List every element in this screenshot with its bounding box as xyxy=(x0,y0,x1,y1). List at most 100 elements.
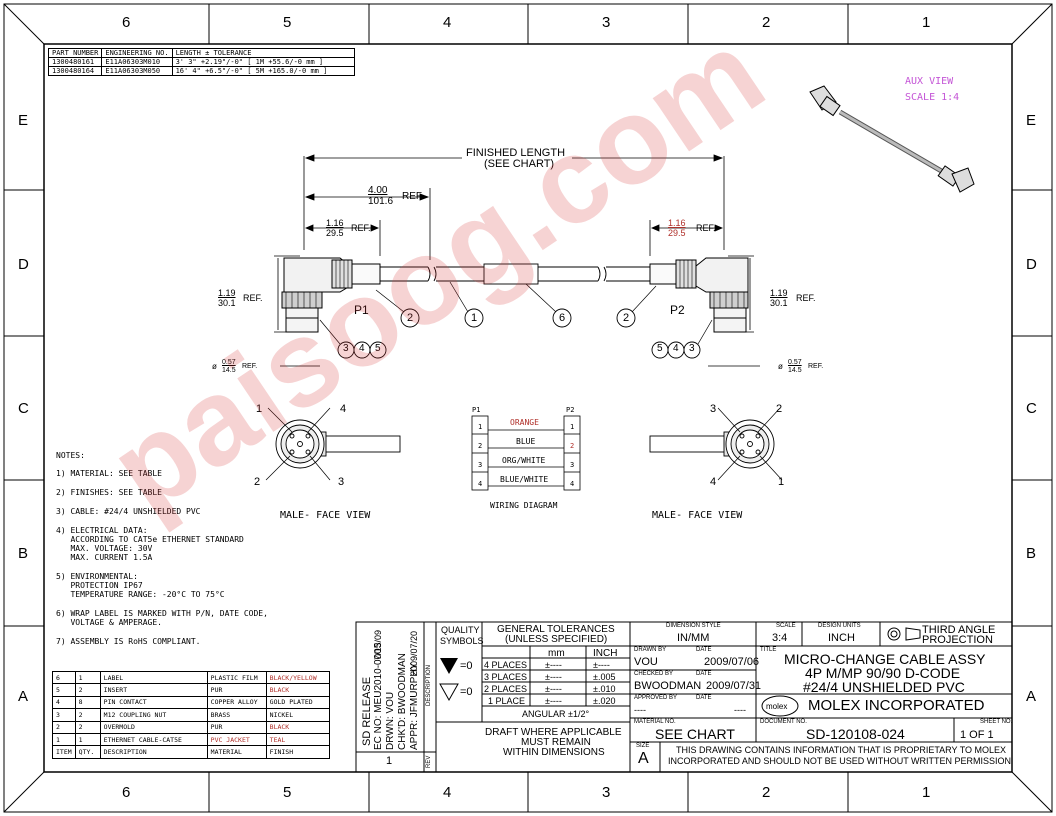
zone-col-6-bottom: 6 xyxy=(122,784,131,801)
bom-material: PUR xyxy=(206,683,267,697)
wiring-pin-p2: 1 xyxy=(570,423,575,431)
dim-116-ref-right: REF. xyxy=(696,223,716,233)
callout-circle xyxy=(683,341,701,359)
bom-description: ETHERNET CABLE-CAT5E xyxy=(99,732,208,747)
callout-2-left: 2 xyxy=(407,312,414,324)
tol-row-mm: ±---- xyxy=(545,696,562,706)
note-item: 5) ENVIRONMENTAL: xyxy=(56,572,138,581)
finished-length-label: FINISHED LENGTH xyxy=(466,147,566,159)
table-row: 4 8 PIN CONTACT COPPER ALLOY GOLD PLATED xyxy=(52,695,330,710)
dia-ref-right: REF. xyxy=(808,363,824,370)
rev-description-label: DESCRIPTION xyxy=(426,664,432,706)
zone-col-3-bottom: 3 xyxy=(602,784,611,801)
tol-row-mm: ±---- xyxy=(545,684,562,694)
dim-119-mm-right: 30.1 xyxy=(770,298,788,308)
zone-row-a: A xyxy=(18,688,29,705)
callout-circle xyxy=(552,308,572,328)
wire-color-label: ORANGE xyxy=(510,418,539,427)
approved-date-value: ---- xyxy=(734,705,746,715)
scale-value: 3:4 xyxy=(772,632,788,644)
dim-119-mm-left: 30.1 xyxy=(218,298,236,308)
table-row: 3 2 M12 COUPLING NUT BRASS NICKEL xyxy=(52,708,330,722)
wire-color-label: BLUE xyxy=(516,437,536,446)
face-view-label-right: MALE- FACE VIEW xyxy=(652,510,743,521)
dim-119-ref-left: REF. xyxy=(243,293,263,303)
draft-note-2: MUST REMAIN xyxy=(521,737,591,748)
callout-4-right: 4 xyxy=(673,343,679,354)
dimension-style-value: IN/MM xyxy=(677,632,710,644)
callout-5-right: 5 xyxy=(657,343,663,354)
zone-col-1: 1 xyxy=(922,14,931,31)
tol-row-label: 3 PLACES xyxy=(484,672,528,682)
zone-col-4: 4 xyxy=(443,14,452,31)
tol-row-inch: ±.010 xyxy=(593,684,616,694)
callout-circle xyxy=(464,308,484,328)
drawn-date-label: DATE xyxy=(696,647,712,653)
dim-119-inch-left: 1.19 xyxy=(218,288,236,298)
draft-note-3: WITHIN DIMENSIONS xyxy=(503,747,605,758)
zone-row-d-right: D xyxy=(1026,256,1037,273)
dia-mm-right: 14.5 xyxy=(788,367,802,374)
zone-col-2: 2 xyxy=(762,14,771,31)
approved-date-label: DATE xyxy=(696,695,712,701)
part-number-table: PART NUMBER ENGINEERING NO. LENGTH ± TOL… xyxy=(47,48,355,76)
callout-1: 1 xyxy=(471,312,478,324)
aux-view-title: AUX VIEW xyxy=(905,76,954,87)
zone-col-4-bottom: 4 xyxy=(443,784,452,801)
cable-assembly-side-view xyxy=(274,154,760,367)
note-item: PROTECTION IP67 xyxy=(56,581,143,590)
zone-col-5-bottom: 5 xyxy=(283,784,292,801)
rev-drawn: DRWN: VOU xyxy=(385,691,396,750)
wire-color-label: BLUE/WHITE xyxy=(500,475,549,484)
wiring-p2-label: P2 xyxy=(566,406,575,414)
wiring-p1-label: P1 xyxy=(472,406,481,414)
unless-specified-label: (UNLESS SPECIFIED) xyxy=(505,634,608,645)
dia-mm-left: 14.5 xyxy=(222,367,236,374)
scale-label: SCALE xyxy=(776,623,796,629)
note-item: 6) WRAP LABEL IS MARKED WITH P/N, DATE C… xyxy=(56,609,268,618)
see-chart-label: (SEE CHART) xyxy=(484,158,555,170)
bom-finish: BLACK/YELLOW xyxy=(265,670,330,685)
pin-label-1-left: 1 xyxy=(256,403,263,415)
checked-by-value: BWOODMAN xyxy=(634,680,702,692)
zone-row-d: D xyxy=(18,256,29,273)
drawing-title-line-3: #24/4 UNSHIELDED PVC xyxy=(803,679,965,695)
general-tolerances-label: GENERAL TOLERANCES xyxy=(497,624,615,635)
dia-inch-right: 0.57 xyxy=(788,359,802,366)
checked-by-label: CHECKED BY xyxy=(634,671,674,677)
drawn-by-value: VOU xyxy=(634,656,658,668)
note-item: TEMPERATURE RANGE: -20°C TO 75°C xyxy=(56,590,225,599)
table-row: 1300480164 E11A06303M050 16' 4" +6.5"/-0… xyxy=(47,66,355,76)
tol-row-inch: ±---- xyxy=(593,660,610,670)
bom-finish: GOLD PLATED xyxy=(265,695,330,710)
dim-116-mm-right: 29.5 xyxy=(668,228,686,238)
plug-label-p1: P1 xyxy=(354,303,369,317)
tol-row-mm: ±---- xyxy=(545,660,562,670)
zone-col-1-bottom: 1 xyxy=(922,784,931,801)
sheet-no-value: 1 OF 1 xyxy=(960,729,994,741)
note-item: MAX. VOLTAGE: 30V xyxy=(56,544,153,553)
pin-label-2-right: 2 xyxy=(776,403,783,415)
rev-label: REV xyxy=(426,755,432,768)
tol-row-label: 1 PLACE xyxy=(488,696,526,706)
notes-title: NOTES: xyxy=(56,451,85,460)
note-item: 2) FINISHES: SEE TABLE xyxy=(56,488,162,497)
rev-checked: CHK'D: BWOODMAN xyxy=(397,653,408,750)
bom-description: OVERMOLD xyxy=(99,720,208,734)
pin-label-3-right: 3 xyxy=(710,403,717,415)
projection-label-2: PROJECTION xyxy=(922,634,993,646)
zone-row-c: C xyxy=(18,400,29,417)
dia-ref-left: REF. xyxy=(242,363,258,370)
callout-5-left: 5 xyxy=(375,343,381,354)
wiring-diagram-label: WIRING DIAGRAM xyxy=(490,501,558,510)
zone-row-b: B xyxy=(18,545,29,562)
bom-finish: TEAL xyxy=(265,732,330,747)
bom-finish: NICKEL xyxy=(265,708,330,722)
rev-ec-date: 7/13/09 xyxy=(373,629,383,660)
pin-label-4-right: 4 xyxy=(710,476,717,488)
dim-116-ref-left: REF. xyxy=(351,223,371,233)
tol-row-inch: ±.020 xyxy=(593,696,616,706)
bom-description: PIN CONTACT xyxy=(99,695,208,710)
symbols-label: SYMBOLS xyxy=(440,636,484,646)
